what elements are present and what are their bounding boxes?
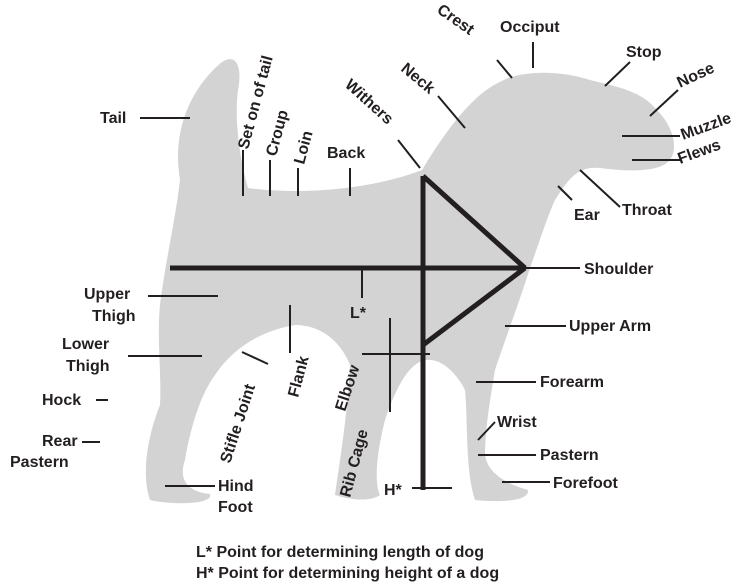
shoulder-upper-line (421, 174, 527, 270)
label-forefoot: Forefoot (553, 475, 619, 492)
label-withers: Withers (341, 76, 396, 128)
label-forearm: Forearm (540, 374, 604, 391)
label-lower-thigh-1: Lower (62, 336, 109, 353)
label-upper-thigh-2: Thigh (92, 308, 136, 325)
label-rear-pastern-2: Pastern (10, 454, 69, 471)
label-stifle-joint: Stifle Joint (218, 382, 260, 466)
label-occiput: Occiput (500, 19, 560, 36)
label-throat: Throat (622, 202, 672, 219)
label-crest: Crest (434, 1, 478, 39)
label-loin: Loin (291, 129, 316, 166)
legend-length: L* Point for determining length of dog (196, 544, 484, 561)
label-lower-thigh-2: Thigh (66, 358, 110, 375)
label-hind-foot-2: Foot (218, 499, 253, 516)
shoulder-lower-line (421, 266, 527, 347)
label-pastern: Pastern (540, 447, 599, 464)
measurement-lines (170, 174, 527, 490)
label-hind-foot-1: Hind (218, 478, 254, 495)
label-upper-thigh-1: Upper (84, 286, 130, 303)
legend: L* Point for determining length of dog H… (196, 544, 499, 582)
label-rear-pastern-1: Rear (42, 433, 78, 450)
label-tail: Tail (100, 110, 126, 127)
leader-lines (82, 42, 680, 489)
label-back: Back (327, 145, 365, 162)
label-shoulder: Shoulder (584, 261, 653, 278)
label-wrist: Wrist (497, 414, 537, 431)
label-flank: Flank (285, 354, 312, 399)
label-l-star: L* (350, 305, 367, 322)
legend-height: H* Point for determining height of a dog (196, 565, 499, 582)
label-stop: Stop (626, 44, 662, 61)
label-ear: Ear (574, 207, 600, 224)
label-muzzle: Muzzle (679, 110, 734, 144)
label-hock: Hock (42, 392, 81, 409)
label-nose: Nose (675, 60, 718, 92)
label-upper-arm: Upper Arm (569, 318, 651, 335)
label-neck: Neck (397, 60, 437, 98)
label-h-star: H* (384, 482, 403, 499)
label-croup: Croup (263, 108, 292, 158)
dog-silhouette (145, 59, 675, 504)
